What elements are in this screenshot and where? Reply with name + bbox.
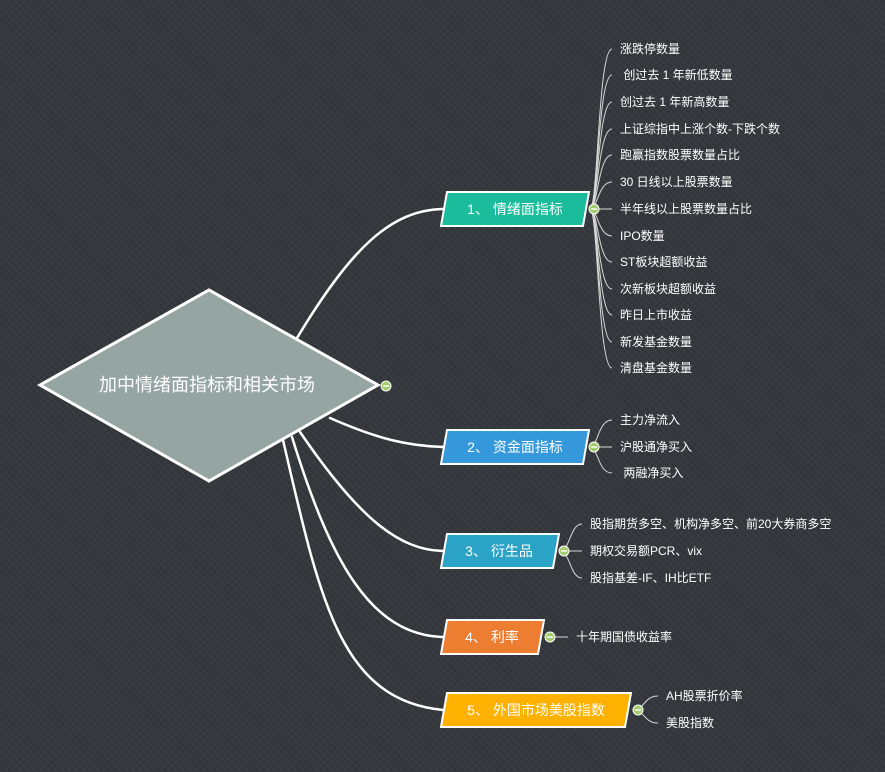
leaf-item[interactable]: 半年线以上股票数量占比 (620, 201, 752, 216)
root-collapse-toggle[interactable] (380, 380, 392, 392)
branch-2-box (439, 429, 591, 465)
connector-root-branch-3 (298, 430, 445, 553)
branch-3-leaves: 股指期货多空、机构净多空、前20大券商多空 期权交易额PCR、vix 股指基差-… (590, 516, 831, 585)
branch-node-3[interactable]: 3、 衍生品 (439, 533, 561, 569)
branch-5-box (439, 692, 633, 728)
connector-root-branch-4 (290, 435, 445, 639)
leaf-item[interactable]: 次新板块超额收益 (620, 281, 716, 296)
leaf-item[interactable]: ST板块超额收益 (620, 254, 707, 269)
root-node[interactable]: 加中情绪面指标和相关市场 (36, 288, 382, 483)
branch-3-box (439, 533, 561, 569)
leaf-item[interactable]: 美股指数 (666, 715, 714, 730)
leaf-item[interactable]: 30 日线以上股票数量 (620, 174, 733, 189)
branch-2-collapse-toggle[interactable] (588, 441, 600, 453)
leaf-item[interactable]: 主力净流入 (620, 413, 680, 427)
leaf-item[interactable]: 期权交易额PCR、vix (590, 543, 702, 558)
connector-root-branch-2 (328, 416, 445, 449)
branch-node-1[interactable]: 1、 情绪面指标 (439, 191, 591, 227)
branch-4-collapse-toggle[interactable] (544, 631, 556, 643)
leaf-item[interactable]: 涨跌停数量 (620, 41, 680, 56)
branch-4-leaves: 十年期国债收益率 (576, 629, 672, 644)
branch-2-leaves: 主力净流入 沪股通净买入 两融净买入 (620, 413, 692, 480)
branch-1-label: 1、 情绪面指标 (467, 201, 563, 217)
branch-4-box (439, 619, 546, 655)
root-label: 加中情绪面指标和相关市场 (99, 375, 315, 395)
leaf-item[interactable]: 跑赢指数股票数量占比 (620, 147, 740, 162)
branch-3-collapse-toggle[interactable] (558, 545, 570, 557)
branch-2-label: 2、 资金面指标 (467, 439, 563, 455)
leaf-item[interactable]: 十年期国债收益率 (576, 629, 672, 644)
root-diamond (36, 288, 382, 483)
connector-root-branch-5 (281, 438, 445, 712)
leaf-item[interactable]: 股指基差-IF、IH比ETF (590, 570, 711, 585)
branch-3-label: 3、 衍生品 (465, 543, 533, 559)
leaf-item[interactable]: 清盘基金数量 (620, 360, 692, 375)
connector-root-branch-1 (295, 207, 445, 340)
leaf-item[interactable]: 新发基金数量 (620, 334, 692, 349)
leaf-item[interactable]: IPO数量 (620, 228, 665, 243)
connector-b1-leaf-13 (589, 208, 613, 369)
connector-b1-leaf-1 (589, 48, 613, 210)
leaf-item[interactable]: 股指期货多空、机构净多空、前20大券商多空 (590, 516, 831, 531)
leaf-item[interactable]: 沪股通净买入 (620, 440, 692, 454)
leaf-item[interactable]: 昨日上市收益 (620, 307, 692, 322)
branch-1-collapse-toggle[interactable] (588, 203, 600, 215)
branch-4-label: 4、 利率 (465, 629, 519, 645)
branch-1-box (439, 191, 591, 227)
branch-5-leaves: AH股票折价率 美股指数 (666, 688, 743, 730)
branch-node-2[interactable]: 2、 资金面指标 (439, 429, 591, 465)
branch-5-collapse-toggle[interactable] (632, 704, 644, 716)
leaf-item[interactable]: 上证综指中上涨个数-下跌个数 (620, 121, 780, 136)
branch-node-5[interactable]: 5、 外国市场美股指数 (439, 692, 633, 728)
leaf-item[interactable]: 两融净买入 (620, 466, 683, 480)
leaf-item[interactable]: 创过去 1 年新高数量 (620, 94, 729, 109)
branch-5-label: 5、 外国市场美股指数 (467, 702, 605, 718)
leaf-item[interactable]: 创过去 1 年新低数量 (620, 67, 733, 82)
branch-node-4[interactable]: 4、 利率 (439, 619, 546, 655)
leaf-item[interactable]: AH股票折价率 (666, 688, 743, 703)
branch-1-leaves: 涨跌停数量 创过去 1 年新低数量 创过去 1 年新高数量 上证综指中上涨个数-… (620, 41, 780, 375)
